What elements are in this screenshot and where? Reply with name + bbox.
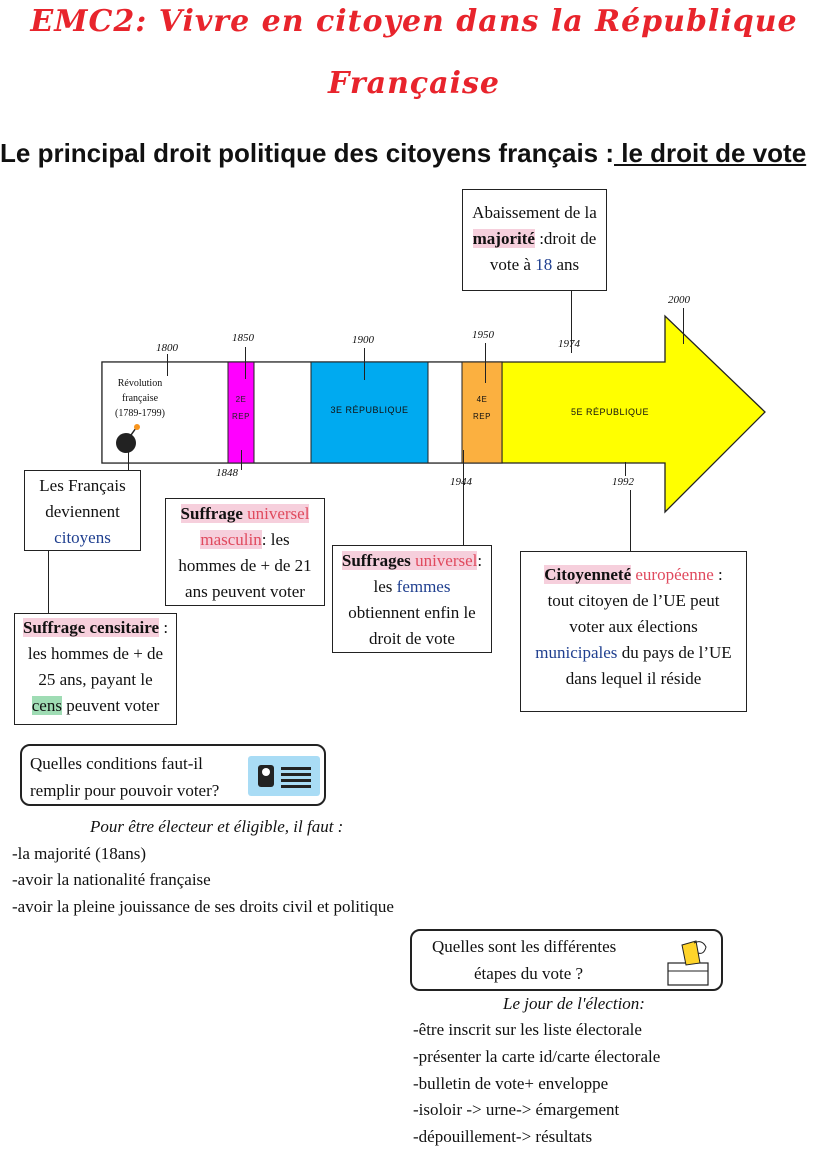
box-suffrage-masculin-1848: Suffrage universel masculin: les hommes … (165, 498, 325, 606)
line-1992 (630, 490, 632, 552)
box-citoyennete-europeenne-1992: Citoyenneté européenne : tout citoyen de… (520, 551, 747, 712)
line-revolution (128, 452, 130, 470)
election-step: -isoloir -> urne-> émargement (413, 1100, 620, 1119)
year-1974: 1974 (558, 338, 580, 350)
era-4e-rep-bar (461, 361, 503, 464)
year-2000: 2000 (668, 294, 690, 306)
tick-1974 (571, 291, 573, 353)
tick-1992 (625, 462, 627, 476)
year-1900: 1900 (352, 334, 374, 346)
year-1848: 1848 (216, 467, 238, 479)
year-1992: 1992 (612, 476, 634, 488)
box-suffrage-censitaire: Suffrage censitaire : les hommes de + de… (14, 613, 177, 725)
election-step: -bulletin de vote+ enveloppe (413, 1074, 609, 1093)
condition-item: -avoir la nationalité française (12, 870, 211, 889)
timeline-white-band (101, 361, 503, 464)
tick-1950 (485, 343, 487, 383)
box-majorite-1974: Abaissement de la majorité :droit de vot… (462, 189, 607, 291)
page-title-line2: Française (328, 66, 500, 101)
ballot-box-icon (667, 940, 709, 986)
tick-1848 (241, 450, 243, 470)
year-1950: 1950 (472, 329, 494, 341)
question-conditions: Quelles conditions faut-il remplir pour … (20, 744, 326, 806)
revolution-label: Révolution française (1789-1799) (115, 378, 165, 419)
year-1944: 1944 (450, 476, 472, 488)
timeline-arrow (101, 314, 766, 514)
year-1800: 1800 (156, 342, 178, 354)
tick-1850 (245, 347, 247, 379)
condition-item: -la majorité (18ans) (12, 844, 147, 863)
conditions-intro: Pour être électeur et éligible, il faut … (90, 817, 344, 836)
era-3e-republique: 3E RÉPUBLIQUE (330, 405, 409, 415)
tick-1900 (364, 348, 366, 380)
page-title: EMC2: Vivre en citoyen dans la Républiqu… (30, 4, 798, 39)
tick-1800 (167, 354, 169, 376)
section-heading: Le principal droit politique des citoyen… (0, 136, 810, 171)
bomb-icon (116, 433, 136, 453)
tick-1944 (463, 450, 465, 550)
id-card-icon (248, 756, 320, 796)
question-etapes: Quelles sont les différentes étapes du v… (410, 929, 723, 991)
box-citoyens-1789: Les Français deviennent citoyens (24, 470, 141, 551)
box-suffrage-femmes-1944: Suffrages universel: les femmes obtienne… (332, 545, 492, 653)
election-step: -dépouillement-> résultats (413, 1127, 593, 1146)
era-5e-republique: 5E RÉPUBLIQUE (570, 407, 650, 417)
election-step: -être inscrit sur les liste électorale (413, 1020, 642, 1039)
line-citoyens (48, 550, 50, 614)
era-3e-rep-bar (310, 361, 429, 464)
tick-2000 (683, 308, 685, 344)
heading-lead: Le principal droit politique des citoyen… (0, 138, 615, 168)
election-intro: Le jour de l'élection: (503, 994, 645, 1013)
year-1850: 1850 (232, 332, 254, 344)
condition-item: -avoir la pleine jouissance de ses droit… (12, 897, 394, 916)
heading-underlined: le droit de vote (614, 138, 807, 168)
election-step: -présenter la carte id/carte électorale (413, 1047, 661, 1066)
